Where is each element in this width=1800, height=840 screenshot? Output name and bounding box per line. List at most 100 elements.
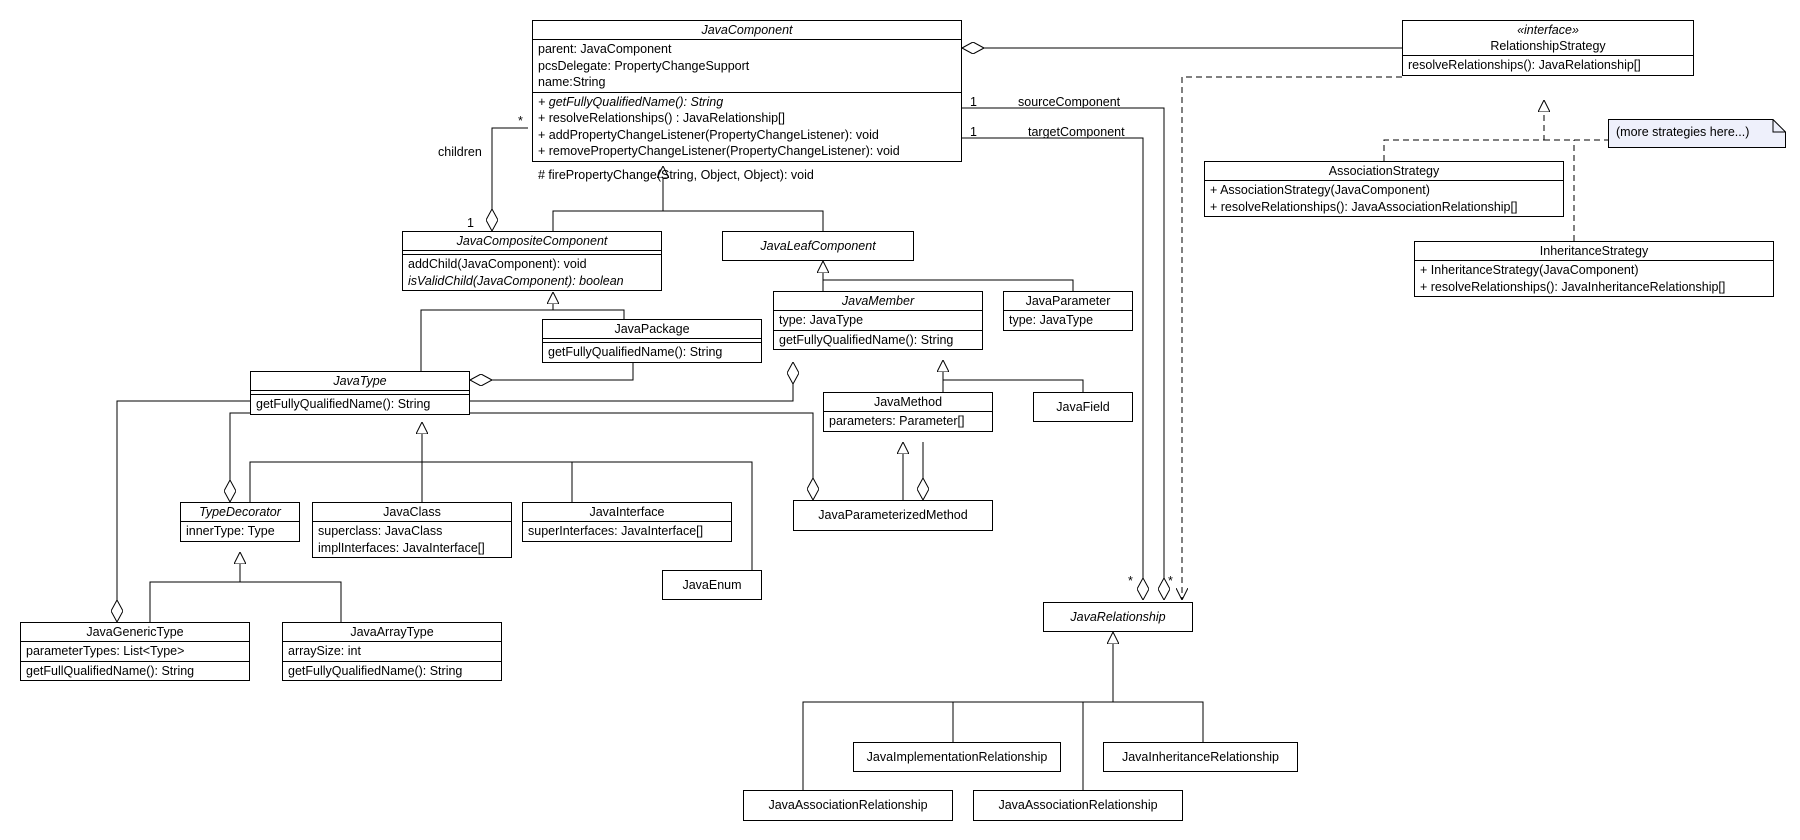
- class-name: JavaPackage: [543, 320, 761, 339]
- class-java-enum[interactable]: JavaEnum: [662, 570, 762, 600]
- edge-type-used-by-parameterized: [470, 412, 813, 500]
- class-java-member[interactable]: JavaMember type: JavaType getFullyQualif…: [773, 291, 983, 350]
- role-label-target-component: targetComponent: [1028, 125, 1125, 139]
- edge-array-to-decorator: [240, 581, 342, 622]
- class-name: JavaCompositeComponent: [403, 232, 661, 251]
- attributes-compartment: superclass: JavaClass implInterfaces: Ja…: [313, 522, 511, 557]
- class-java-inheritance-relationship[interactable]: JavaInheritanceRelationship: [1103, 742, 1298, 772]
- class-name: JavaArrayType: [283, 623, 501, 642]
- attribute: pcsDelegate: PropertyChangeSupport: [538, 58, 750, 73]
- operation: + addPropertyChangeListener(PropertyChan…: [538, 127, 879, 142]
- class-name: JavaField: [1056, 400, 1110, 414]
- class-java-implementation-relationship[interactable]: JavaImplementationRelationship: [853, 742, 1061, 772]
- class-name: JavaLeafComponent: [760, 239, 876, 253]
- operation: resolveRelationships(): JavaRelationship…: [1408, 58, 1641, 72]
- attribute: superInterfaces: JavaInterface[]: [528, 524, 704, 538]
- edge-implementation-to-relationship: [952, 632, 1113, 742]
- class-relationship-strategy[interactable]: «interface» RelationshipStrategy resolve…: [1402, 20, 1694, 76]
- class-java-class[interactable]: JavaClass superclass: JavaClass implInte…: [312, 502, 512, 558]
- multiplicity-children-one: 1: [467, 216, 474, 230]
- attributes-compartment: innerType: Type: [181, 522, 299, 541]
- class-name: InheritanceStrategy: [1415, 242, 1773, 261]
- edge-association-rel1-to-relationship: [802, 701, 953, 790]
- class-name: JavaClass: [313, 503, 511, 522]
- attribute: superclass: JavaClass: [318, 524, 443, 538]
- operation: getFullQualifiedName(): String: [26, 663, 195, 678]
- class-name: JavaInheritanceRelationship: [1121, 750, 1280, 764]
- edge-strategy-relationship-dep: [1182, 76, 1402, 600]
- attributes-compartment: [543, 339, 761, 343]
- class-java-component[interactable]: JavaComponent parent: JavaComponent pcsD…: [532, 20, 962, 162]
- class-java-generic-type[interactable]: JavaGenericType parameterTypes: List<Typ…: [20, 622, 250, 681]
- class-java-parameter[interactable]: JavaParameter type: JavaType: [1003, 291, 1133, 331]
- edge-package-to-composite: [553, 292, 625, 319]
- operation: + getFullyQualifiedName(): String: [538, 94, 724, 109]
- class-java-package[interactable]: JavaPackage getFullyQualifiedName(): Str…: [542, 319, 762, 363]
- class-inheritance-strategy[interactable]: InheritanceStrategy + InheritanceStrateg…: [1414, 241, 1774, 297]
- edge-parameter-to-leaf: [823, 279, 1074, 291]
- edge-type-to-composite: [420, 309, 553, 371]
- edge-decorator-to-type: [249, 422, 422, 502]
- operation: + removePropertyChangeListener(PropertyC…: [538, 144, 900, 158]
- class-name: JavaType: [251, 372, 469, 391]
- edge-type-used-by-generic: [117, 400, 250, 622]
- class-java-parameterized-method[interactable]: JavaParameterizedMethod: [793, 500, 993, 531]
- operation: + AssociationStrategy(JavaComponent): [1210, 183, 1430, 197]
- operations-compartment: + InheritanceStrategy(JavaComponent) + r…: [1415, 261, 1773, 296]
- edge-interface-to-type: [422, 461, 573, 502]
- class-java-type[interactable]: JavaType getFullyQualifiedName(): String: [250, 371, 470, 415]
- operation: addChild(JavaComponent): void: [408, 257, 587, 271]
- class-name: TypeDecorator: [181, 503, 299, 522]
- edge-type-used-by-decorator: [230, 412, 250, 502]
- operation: + InheritanceStrategy(JavaComponent): [1420, 263, 1639, 277]
- class-java-association-relationship-1[interactable]: JavaAssociationRelationship: [743, 790, 953, 821]
- class-java-array-type[interactable]: JavaArrayType arraySize: int getFullyQua…: [282, 622, 502, 681]
- class-java-association-relationship-2[interactable]: JavaAssociationRelationship: [973, 790, 1183, 821]
- attribute: implInterfaces: JavaInterface[]: [318, 540, 485, 555]
- class-association-strategy[interactable]: AssociationStrategy + AssociationStrateg…: [1204, 161, 1564, 217]
- edge-association-strategy-realizes: [1383, 100, 1544, 161]
- operation: getFullyQualifiedName(): String: [779, 332, 954, 347]
- edge-package-contains-type: [470, 360, 634, 380]
- note-shape: [1608, 119, 1786, 148]
- attribute: type: JavaType: [1009, 313, 1094, 327]
- class-type-decorator[interactable]: TypeDecorator innerType: Type: [180, 502, 300, 542]
- edge-enum-to-type: [572, 461, 753, 570]
- class-name: JavaParameterizedMethod: [818, 508, 968, 522]
- attributes-compartment: parameters: Parameter[]: [824, 412, 992, 431]
- operation: getFullyQualifiedName(): String: [288, 663, 463, 678]
- attribute: name:String: [538, 75, 606, 89]
- class-java-leaf-component[interactable]: JavaLeafComponent: [722, 231, 914, 261]
- multiplicity-target-one: 1: [970, 125, 977, 139]
- operations-compartment: getFullyQualifiedName(): String: [543, 343, 761, 362]
- class-header: «interface» RelationshipStrategy: [1403, 21, 1693, 56]
- operations-compartment: getFullyQualifiedName(): String: [283, 662, 501, 681]
- attribute: arraySize: int: [288, 644, 361, 658]
- class-name: JavaAssociationRelationship: [768, 798, 928, 812]
- operations-compartment: + getFullyQualifiedName(): String + reso…: [533, 93, 961, 161]
- class-java-composite-component[interactable]: JavaCompositeComponent addChild(JavaComp…: [402, 231, 662, 291]
- attribute: parent: JavaComponent: [538, 42, 672, 56]
- attributes-compartment: type: JavaType: [774, 311, 982, 331]
- class-name: JavaGenericType: [21, 623, 249, 642]
- class-name: JavaInterface: [523, 503, 731, 522]
- edge-type-used-by-member: [470, 362, 793, 402]
- class-java-method[interactable]: JavaMethod parameters: Parameter[]: [823, 392, 993, 432]
- operations-compartment: getFullyQualifiedName(): String: [774, 331, 982, 350]
- class-java-field[interactable]: JavaField: [1033, 392, 1133, 422]
- edge-target-component: [962, 137, 1143, 600]
- operation: + resolveRelationships(): JavaAssociatio…: [1210, 199, 1518, 214]
- operation: getFullyQualifiedName(): String: [256, 397, 431, 411]
- class-name: JavaRelationship: [1070, 610, 1166, 624]
- multiplicity-relationship-b: *: [1168, 574, 1173, 588]
- class-java-interface[interactable]: JavaInterface superInterfaces: JavaInter…: [522, 502, 732, 542]
- multiplicity-children-many: *: [518, 114, 523, 128]
- attributes-compartment: [403, 251, 661, 255]
- class-java-relationship[interactable]: JavaRelationship: [1043, 602, 1193, 632]
- edge-children: [492, 127, 528, 231]
- attribute: parameters: Parameter[]: [829, 414, 965, 428]
- operations-compartment: + AssociationStrategy(JavaComponent) + r…: [1205, 181, 1563, 216]
- overflow-operation: # firePropertyChange(String, Object, Obj…: [538, 168, 814, 182]
